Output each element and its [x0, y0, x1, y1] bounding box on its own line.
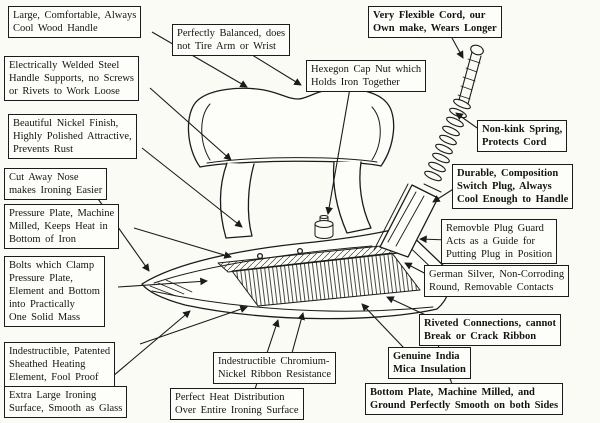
callout-hexagon-cap-nut: Hexegon Cap Nut which Holds Iron Togethe… [306, 60, 427, 92]
callout-cutaway-nose: Cut Away Nose makes Ironing Easier [4, 168, 108, 200]
switch-plug-part [373, 183, 442, 258]
handle-supports-part [219, 161, 372, 239]
callout-german-silver: German Silver, Non-Corroding Round, Remo… [424, 265, 570, 297]
callout-flexible-cord: Very Flexible Cord, our Own make, Wears … [368, 6, 502, 38]
callout-welded-supports: Electrically Welded Steel Handle Support… [4, 56, 139, 101]
callout-nonkink-spring: Non-kink Spring, Protects Cord [477, 120, 568, 152]
callout-ribbon: Indestructible Chromium- Nickel Ribbon R… [213, 352, 337, 384]
callout-mica: Genuine India Mica Insulation [388, 347, 471, 379]
callout-clamp-bolts: Bolts which Clamp Pressure Plate, Elemen… [4, 256, 105, 327]
callout-plug-guard: Removble Plug Guard Acts as a Guide for … [441, 219, 558, 264]
callout-balanced: Perfectly Balanced, does not Tire Arm or… [172, 24, 291, 56]
cap-nut-part [314, 215, 334, 239]
callout-sheathed-element: Indestructible, Patented Sheathed Heatin… [4, 342, 116, 387]
callout-heat-distribution: Perfect Heat Distribution Over Entire Ir… [170, 388, 304, 420]
callout-switch-plug: Durable, Composition Switch Plug, Always… [452, 164, 574, 209]
heating-element-part [217, 243, 421, 307]
callout-riveted: Riveted Connections, cannot Break or Cra… [419, 314, 562, 346]
cord-spring-part [424, 44, 484, 182]
wood-handle-part [187, 87, 395, 168]
callout-wood-handle: Large, Comfortable, Always Cool Wood Han… [8, 6, 142, 38]
callout-ironing-surface: Extra Large Ironing Surface, Smooth as G… [4, 386, 128, 418]
callout-pressure-plate: Pressure Plate, Machine Milled, Keeps He… [4, 204, 120, 249]
callout-bottom-plate: Bottom Plate, Machine Milled, and Ground… [365, 383, 564, 415]
callout-nickel-finish: Beautiful Nickel Finish, Highly Polished… [8, 114, 137, 159]
